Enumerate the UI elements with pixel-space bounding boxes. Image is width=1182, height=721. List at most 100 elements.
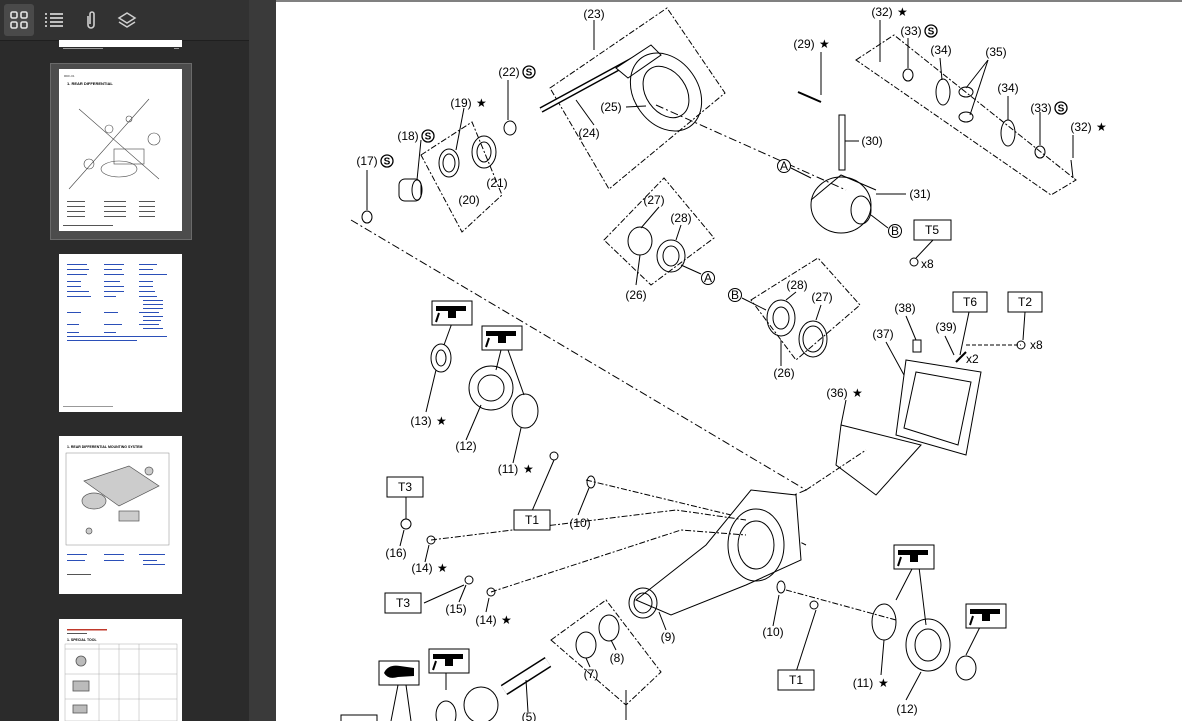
- thumbnail-sidebar: RDF-01 1. REAR DIFFERENTIAL: [0, 0, 249, 721]
- torque-box: [384, 592, 422, 614]
- part-number-label: (26): [773, 366, 794, 380]
- star-icon: ★: [436, 414, 447, 428]
- part-number-label: (24): [578, 126, 599, 140]
- star-icon: ★: [476, 96, 487, 110]
- part-number-label: (14): [475, 613, 496, 627]
- page-thumbnail[interactable]: [59, 40, 182, 49]
- reuse-s-icon: [924, 24, 938, 38]
- callout-letter: B: [731, 288, 739, 302]
- part-number-label: (9): [661, 630, 676, 644]
- part-number-label: (10): [569, 516, 590, 530]
- torque-box: [386, 476, 424, 498]
- part-number-label: (7): [584, 667, 599, 681]
- part-number-label: (37): [872, 327, 893, 341]
- page-thumbnail[interactable]: 1. SPECIAL TOOL: [59, 619, 182, 721]
- star-icon: ★: [437, 561, 448, 575]
- part-number-label: (16): [385, 546, 406, 560]
- torque-label: T5: [925, 223, 939, 237]
- torque-box: [1007, 291, 1043, 313]
- callout-letter: A: [780, 159, 788, 173]
- page-thumbnail[interactable]: RDF-01 1. REAR DIFFERENTIAL: [59, 69, 182, 231]
- part-number-label: (15): [445, 602, 466, 616]
- star-icon: ★: [501, 613, 512, 627]
- reuse-s-letter: S: [1058, 104, 1065, 115]
- part-number-label: (31): [909, 187, 930, 201]
- oil-can-icon: [893, 544, 935, 570]
- part-number-label: (17): [356, 154, 377, 168]
- thumb-title: 1. REAR DIFFERENTIAL MOUNTING SYSTEM: [67, 445, 142, 449]
- part-number-label: (10): [762, 625, 783, 639]
- outline-list-icon[interactable]: [39, 4, 69, 36]
- oil-can-icon: [428, 648, 470, 674]
- part-number-label: (13): [410, 414, 431, 428]
- part-number-label: (29): [793, 37, 814, 51]
- oil-can-icon: [965, 603, 1007, 629]
- part-number-label: (14): [411, 561, 432, 575]
- reuse-s-icon: [421, 129, 435, 143]
- reuse-s-letter: S: [526, 68, 533, 79]
- star-icon: ★: [1096, 120, 1107, 134]
- part-number-label: (23): [583, 7, 604, 21]
- callout-b: [888, 224, 902, 238]
- reuse-s-letter: S: [928, 27, 935, 38]
- page-thumbnail[interactable]: [59, 254, 182, 412]
- part-number-label: (33): [1030, 101, 1051, 115]
- thumbnails-grid-icon[interactable]: [4, 4, 34, 36]
- torque-label: T3: [396, 596, 410, 610]
- quantity-label: x2: [966, 352, 979, 366]
- svg-text:RDF-01: RDF-01: [64, 74, 75, 78]
- part-number-label: (27): [811, 290, 832, 304]
- torque-label: T1: [525, 513, 539, 527]
- callout-a: [777, 159, 791, 173]
- part-number-label: (36): [826, 386, 847, 400]
- part-number-label: (33): [900, 24, 921, 38]
- torque-box: [340, 714, 378, 721]
- part-number-label: (25): [600, 100, 621, 114]
- callout-a: [701, 271, 715, 285]
- torque-box: [513, 509, 551, 531]
- part-number-label: (35): [985, 45, 1006, 59]
- star-icon: ★: [819, 37, 830, 51]
- part-number-label: (11): [853, 676, 873, 690]
- part-number-label: (39): [935, 320, 956, 334]
- callout-letter: A: [704, 271, 712, 285]
- part-number-label: (28): [786, 278, 807, 292]
- part-number-label: (22): [498, 65, 519, 79]
- part-number-label: (34): [997, 81, 1018, 95]
- document-page: A B A B T5 T6 T2 T3 T1 T3 T1: [276, 0, 1182, 721]
- torque-label: T2: [1018, 295, 1032, 309]
- part-number-label: (20): [458, 193, 479, 207]
- part-number-label: (12): [896, 702, 917, 716]
- part-number-label: (27): [643, 193, 664, 207]
- reuse-s-letter: S: [425, 132, 432, 143]
- sidebar-toolbar: [0, 0, 249, 41]
- oil-can-icon: [431, 300, 473, 326]
- part-number-label: (28): [670, 211, 691, 225]
- part-number-label: (32): [1070, 120, 1091, 134]
- torque-box: [913, 219, 952, 241]
- attachment-paperclip-icon[interactable]: [76, 4, 106, 36]
- thumb-title: 1. REAR DIFFERENTIAL: [67, 81, 113, 86]
- layers-icon[interactable]: [112, 4, 142, 36]
- part-number-label: (12): [455, 439, 476, 453]
- page-thumbnail[interactable]: 1. REAR DIFFERENTIAL MOUNTING SYSTEM: [59, 436, 182, 594]
- star-icon: ★: [897, 5, 908, 19]
- part-number-label: (8): [610, 651, 625, 665]
- quantity-label: x8: [921, 257, 934, 271]
- torque-box: [777, 669, 815, 691]
- torque-label: T3: [398, 480, 412, 494]
- star-icon: ★: [852, 386, 863, 400]
- torque-label: T1: [789, 673, 803, 687]
- callout-letter: B: [891, 224, 899, 238]
- reuse-s-icon: [380, 154, 394, 168]
- part-number-label: (18): [397, 129, 418, 143]
- sidebar-divider[interactable]: [249, 0, 276, 721]
- quantity-label: x8: [1030, 338, 1043, 352]
- thumb-title: 1. SPECIAL TOOL: [67, 638, 97, 642]
- star-icon: ★: [523, 462, 534, 476]
- grease-tube-icon: [378, 660, 420, 686]
- callout-b: [728, 288, 742, 302]
- part-number-label: (21): [486, 176, 507, 190]
- reuse-s-icon: [522, 65, 536, 79]
- reuse-s-letter: S: [384, 157, 391, 168]
